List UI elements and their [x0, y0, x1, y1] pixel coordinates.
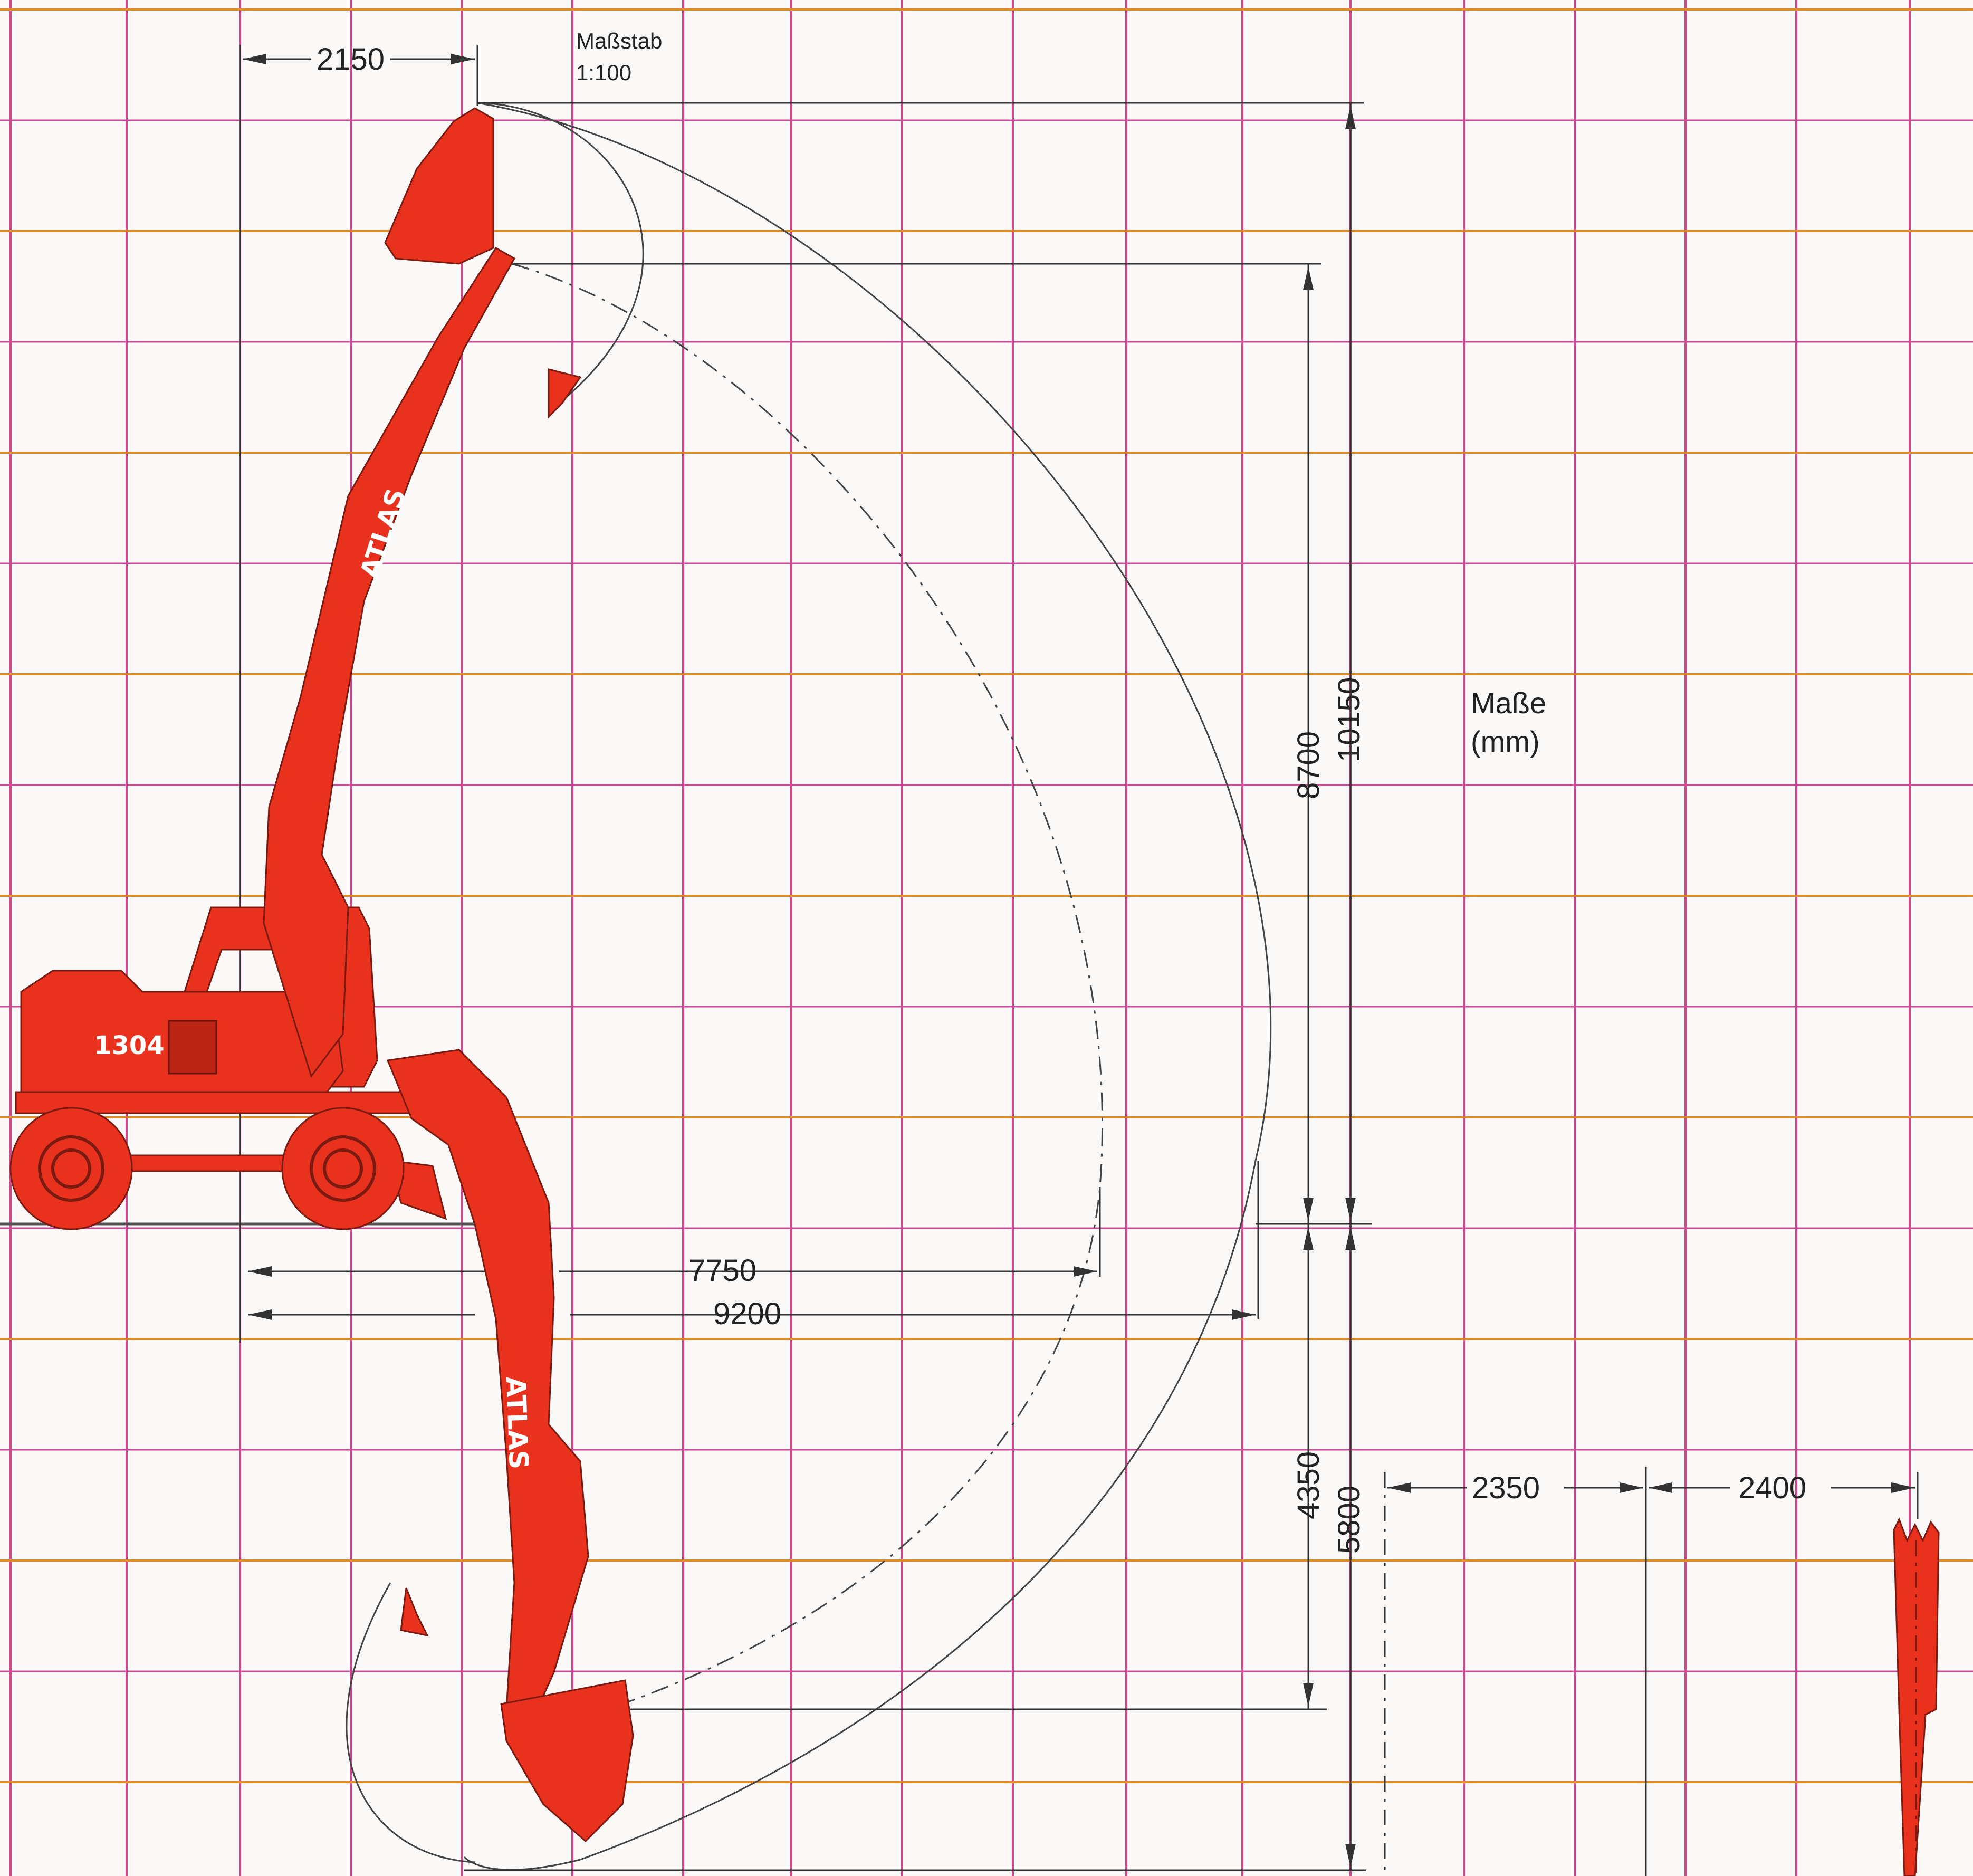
dim-max-depth: 5800 — [1332, 1486, 1366, 1554]
dimension-arrows — [243, 54, 1915, 1868]
excavator-1304: 1304 ATLAS ATLAS — [9, 107, 634, 1843]
front-wheel — [281, 1107, 405, 1230]
outer-reach-envelope — [463, 102, 1272, 1871]
dim-top-offset: 2150 — [317, 42, 385, 76]
dim-max-height: 10150 — [1332, 677, 1366, 762]
dim-width-a: 2350 — [1472, 1471, 1540, 1505]
scale-value: 1:100 — [576, 60, 631, 85]
upper-bucket-arc — [477, 102, 644, 413]
dimension-labels: Maßstab 1:100 Maße (mm) 2150 7750 9200 8… — [317, 28, 1806, 1554]
model-label: 1304 — [94, 1031, 165, 1060]
dim-max-reach: 9200 — [713, 1297, 781, 1331]
ground-reach-envelope — [511, 263, 1103, 1716]
boom-raised — [263, 246, 516, 1078]
bucket-tooth-upper — [548, 368, 582, 419]
bucket-tooth-lower — [400, 1587, 429, 1637]
scale-label: Maßstab — [576, 28, 662, 53]
units-unit: (mm) — [1471, 725, 1540, 758]
units-label: Maße — [1471, 686, 1546, 720]
dimension-lines — [239, 45, 1919, 1876]
rear-wheel — [9, 1107, 133, 1230]
working-envelope — [346, 102, 1272, 1871]
lower-bucket-arc — [346, 1582, 475, 1863]
dim-dump-height: 8700 — [1291, 731, 1326, 799]
bucket-lowered — [500, 1679, 634, 1843]
dim-width-b: 2400 — [1738, 1471, 1806, 1505]
dim-dig-depth: 4350 — [1291, 1451, 1326, 1519]
boom-brand-lower: ATLAS — [500, 1376, 534, 1469]
side-view-arm — [1893, 1517, 1940, 1876]
bucket-raised — [384, 107, 494, 265]
dim-reach-ground: 7750 — [688, 1253, 756, 1288]
engine-grille — [168, 1020, 217, 1075]
